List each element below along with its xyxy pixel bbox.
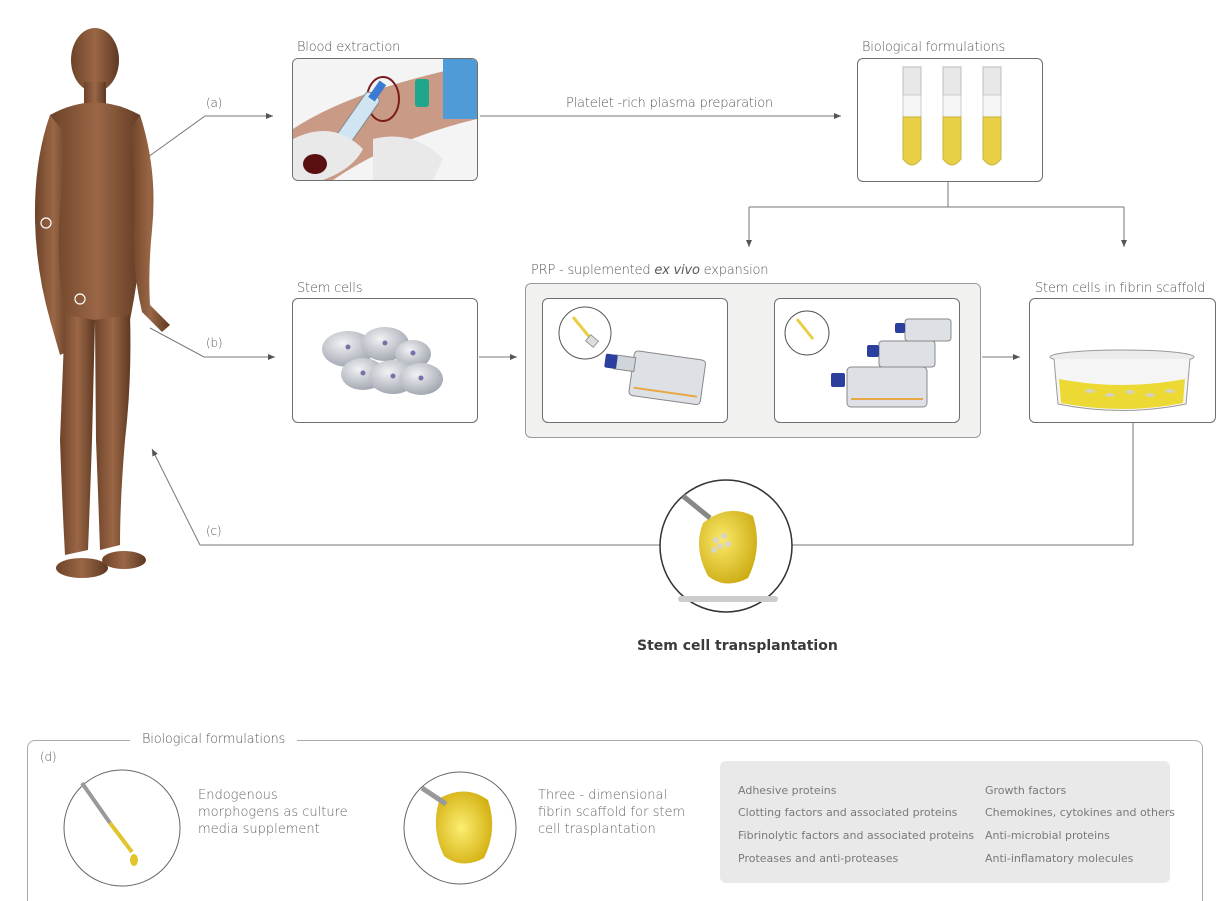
protein-item: Clotting factors and associated proteins: [738, 806, 958, 819]
stem-cells-image: [292, 298, 478, 423]
pipette-icon: [63, 769, 181, 887]
protein-item: Anti-inflamatory molecules: [985, 852, 1134, 865]
prp-expansion-label: PRP - suplemented ex vivo expansion: [531, 263, 769, 278]
panel-d-title: Biological formulations: [130, 732, 298, 747]
path-label-a: (a): [206, 96, 223, 110]
platelet-rich-label: Platelet -rich plasma preparation: [566, 96, 774, 111]
prp-tubes-image: [857, 58, 1043, 182]
blood-extraction-image: [292, 58, 478, 181]
transplantation-title: Stem cell transplantation: [637, 638, 838, 654]
fibrin-scaffold-icon: [403, 771, 517, 885]
protein-item: Anti-microbial proteins: [985, 829, 1110, 842]
panel-d: [27, 740, 1203, 901]
proteins-panel: [720, 761, 1170, 883]
human-figure-illustration: [34, 28, 170, 578]
protein-item: Adhesive proteins: [738, 784, 837, 797]
protein-item: Fibrinolytic factors and associated prot…: [738, 829, 975, 842]
protein-item: Growth factors: [985, 784, 1067, 797]
fibrin-dish-image: [1029, 298, 1216, 423]
path-label-c: (c): [206, 524, 222, 538]
fibrin-scaffold-label: Stem cells in fibrin scaffold: [1035, 281, 1206, 296]
protein-item: Chemokines, cytokines and others: [985, 806, 1175, 819]
flask-multiple-image: [774, 298, 960, 423]
panel-d-tag: (d): [40, 750, 57, 764]
protein-item: Proteases and anti-proteases: [738, 852, 899, 865]
blood-extraction-label: Blood extraction: [297, 40, 401, 55]
stem-cells-label: Stem cells: [297, 281, 363, 296]
biological-formulations-label: Biological formulations: [862, 40, 1006, 55]
path-label-b: (b): [206, 336, 223, 350]
flask-single-image: [542, 298, 728, 423]
transplantation-scaffold-icon: [659, 479, 793, 613]
test-tube-icon: [902, 66, 922, 166]
